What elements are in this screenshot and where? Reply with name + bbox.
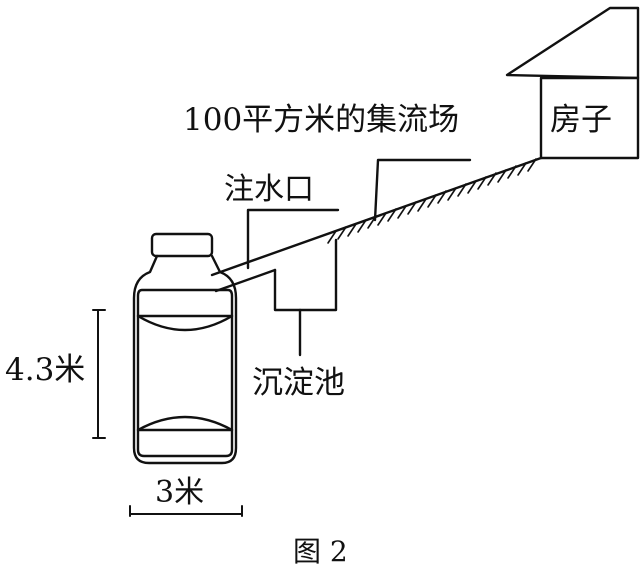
inlet-label: 注水口: [224, 172, 314, 207]
leader-inlet: [246, 208, 340, 270]
height-label: 4.3米: [5, 352, 86, 388]
figure-caption: 图 2: [293, 535, 348, 568]
leader-collection-area: [373, 158, 472, 222]
pipe-line: [214, 268, 277, 293]
storage-tank-shape: [132, 232, 238, 465]
width-label: 3米: [155, 475, 205, 510]
settling-tank-label: 沉淀池: [252, 365, 345, 401]
settling-tank-shape: [273, 238, 338, 312]
house-shape: [505, 6, 640, 160]
collection-area-label: 100平方米的集流场: [183, 102, 460, 138]
height-dimension: [92, 309, 106, 439]
house-label: 房子: [550, 102, 612, 138]
slope-hatching: [327, 158, 537, 244]
width-dimension: [129, 505, 243, 517]
